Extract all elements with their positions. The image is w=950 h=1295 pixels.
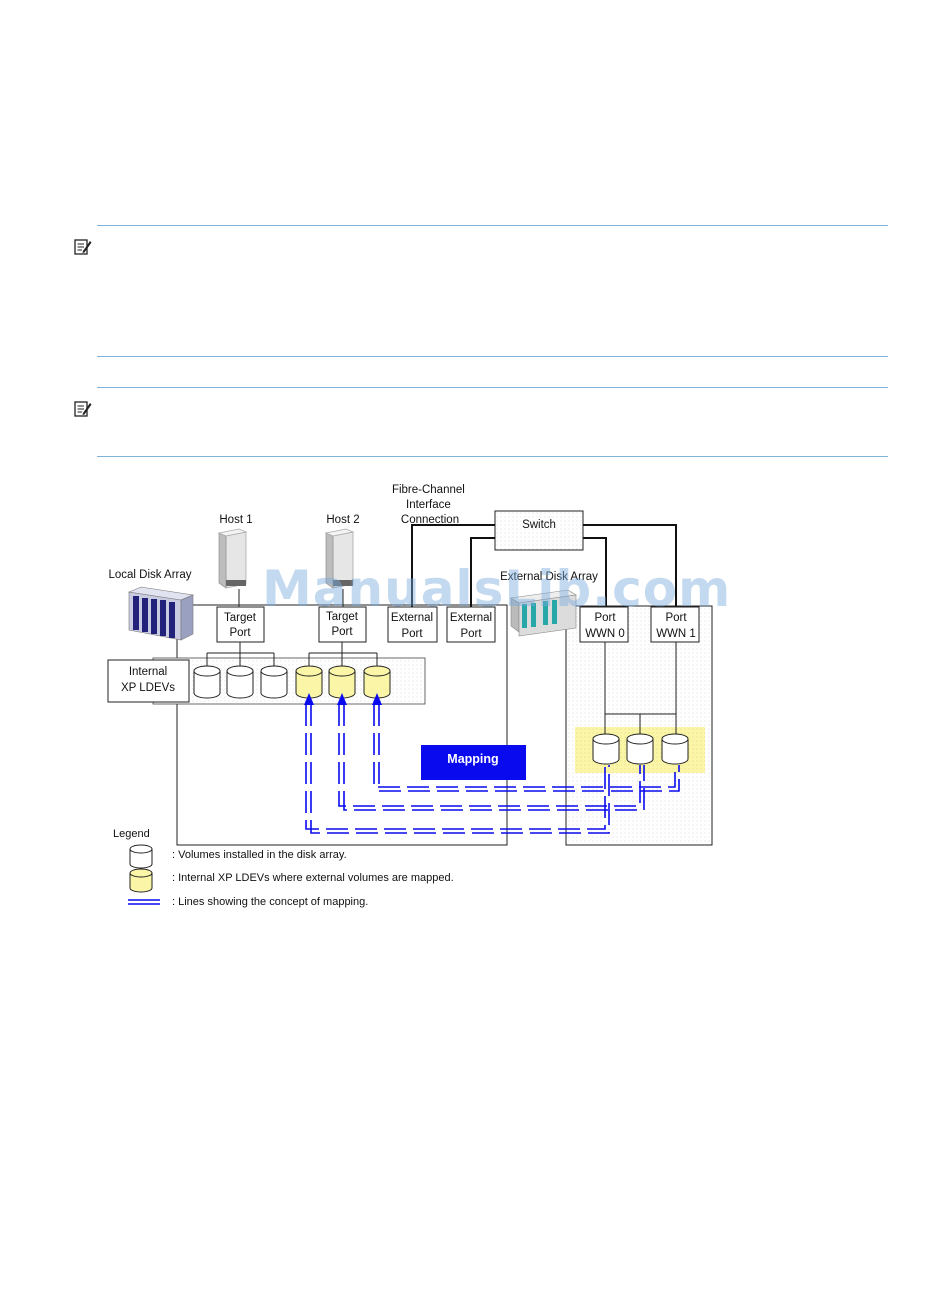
mapping-label: Mapping [447,752,498,766]
fibre-channel-line-3: Connection [401,514,459,526]
host2-server-icon [324,528,355,589]
fibre-channel-label: Fibre-Channel Interface Connection [392,484,468,526]
mapping-arrowheads [304,693,382,705]
external-volume-icon [592,733,620,765]
switch-label: Switch [522,519,556,531]
legend-mapped-volume-icon [129,868,153,893]
volume-icon [193,665,221,699]
port-wwn1-line-1: Port [665,612,687,624]
mapped-volume-icon [295,665,323,699]
target-port-1: Target Port [216,606,265,643]
note2-top-rule [97,387,888,388]
mapping-lines [305,704,680,834]
host1-server-icon [217,528,248,589]
local-disk-array-label: Local Disk Array [108,569,191,581]
host2-label: Host 2 [326,514,359,526]
internal-ldevs-label-box: Internal XP LDEVs [107,659,190,703]
target-port-2-line-2: Port [331,626,353,638]
external-volume-icon [661,733,689,765]
external-port-2-line-1: External [450,612,492,624]
mapping-box [421,745,526,780]
external-disk-array-frame [565,605,713,846]
note2-bottom-rule [97,456,888,457]
switch-box [494,510,584,551]
external-port-2: External Port [446,606,496,643]
port-wwn1-line-2: WWN 1 [656,628,696,640]
legend-volume-icon [129,844,153,869]
external-disk-array-label: External Disk Array [500,571,598,583]
external-port-1-line-1: External [391,612,433,624]
note-icon [74,239,92,255]
fibre-channel-lines [411,524,677,612]
target-port-2: Target Port [318,606,367,643]
external-volume-icon [626,733,654,765]
internal-ldevs-line-1: Internal [129,666,167,678]
port-wwn1: Port WWN 1 [650,606,700,643]
legend-volumes-text: : Volumes installed in the disk array. [172,849,347,861]
external-port-2-line-2: Port [460,628,482,640]
target-port-1-line-2: Port [229,627,251,639]
note-icon [74,401,92,417]
legend-title: Legend [113,828,150,840]
internal-ldevs-line-2: XP LDEVs [121,682,175,694]
host1-label: Host 1 [219,514,252,526]
target-port-2-line-1: Target [326,611,359,623]
target-port-1-line-1: Target [224,612,257,624]
fibre-channel-line-1: Fibre-Channel [392,484,465,496]
port-wwn0-line-2: WWN 0 [585,628,625,640]
external-port-1-line-2: Port [401,628,423,640]
port-wwn0: Port WWN 0 [579,606,629,643]
fibre-channel-line-2: Interface [406,499,451,511]
external-port-1: External Port [387,606,438,643]
legend-mapping-line-icon [128,899,160,905]
volume-icon [260,665,288,699]
port-wwn0-line-1: Port [594,612,616,624]
legend-lines-text: : Lines showing the concept of mapping. [172,896,368,908]
legend-mapped-text: : Internal XP LDEVs where external volum… [172,872,454,884]
external-disk-array-icon [510,589,577,637]
mapped-volume-icon [363,665,391,699]
note1-bottom-rule [97,356,888,357]
wwn-tree-lines [604,642,677,736]
top-rule [97,225,888,226]
local-disk-array-icon [127,586,195,641]
local-disk-array-frame [176,604,508,846]
volume-icon [226,665,254,699]
mapped-volume-icon [328,665,356,699]
